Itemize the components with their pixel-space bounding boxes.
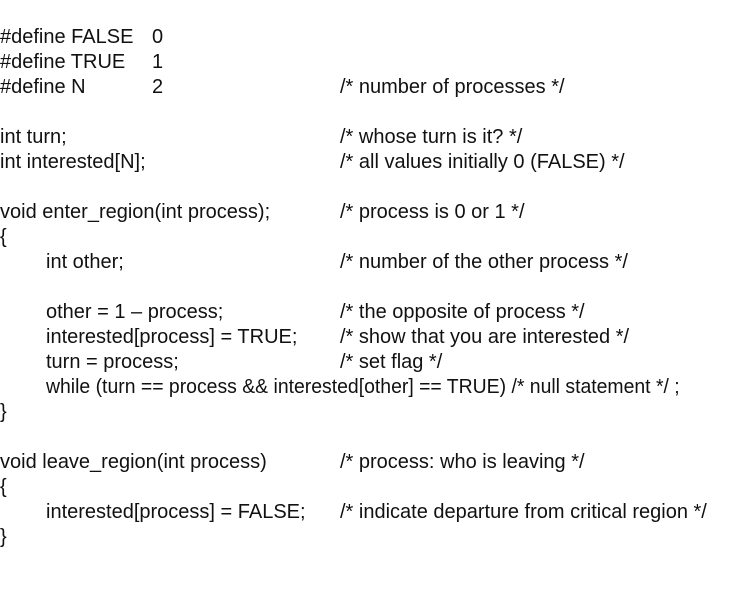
- code-text: {: [0, 226, 7, 248]
- code-comment: /* all values initially 0 (FALSE) */: [340, 151, 625, 173]
- code-text: turn = process;: [46, 351, 179, 373]
- code-text: #define TRUE: [0, 51, 126, 73]
- code-line-define-true: #define TRUE 1: [0, 50, 752, 74]
- code-line-define-n: #define N 2 /* number of processes */: [0, 75, 752, 99]
- code-text: interested[process] = FALSE;: [46, 501, 306, 523]
- code-comment: /* process is 0 or 1 */: [340, 201, 525, 223]
- define-value: 1: [152, 51, 164, 73]
- code-line-define-false: #define FALSE 0: [0, 25, 752, 49]
- code-comment: /* number of processes */: [340, 76, 565, 98]
- code-text: interested[process] = TRUE;: [46, 326, 298, 348]
- code-line-close-brace: }: [0, 400, 752, 424]
- code-comment: /* set flag */: [340, 351, 443, 373]
- code-comment: /* process: who is leaving */: [340, 451, 585, 473]
- code-comment: /* whose turn is it? */: [340, 126, 523, 148]
- code-comment: /* the opposite of process */: [340, 301, 585, 323]
- code-comment: /* show that you are interested */: [340, 326, 630, 348]
- code-text: int other;: [46, 251, 124, 273]
- code-line-int-other: int other; /* number of the other proces…: [0, 250, 752, 274]
- code-text: #define FALSE: [0, 26, 134, 48]
- code-text: int interested[N];: [0, 151, 146, 173]
- code-line-close-brace-2: }: [0, 525, 752, 549]
- code-line-open-brace: {: [0, 225, 752, 249]
- code-line-open-brace-2: {: [0, 475, 752, 499]
- code-line-leave-region: void leave_region(int process) /* proces…: [0, 450, 752, 474]
- code-line-interested-false: interested[process] = FALSE; /* indicate…: [0, 500, 752, 524]
- code-text: int turn;: [0, 126, 67, 148]
- code-line-int-turn: int turn; /* whose turn is it? */: [0, 125, 752, 149]
- code-text: }: [0, 526, 7, 548]
- code-line-other-assign: other = 1 – process; /* the opposite of …: [0, 300, 752, 324]
- code-line-int-interested: int interested[N]; /* all values initial…: [0, 150, 752, 174]
- code-text: {: [0, 476, 7, 498]
- code-text: void leave_region(int process): [0, 451, 267, 473]
- code-line-interested-true: interested[process] = TRUE; /* show that…: [0, 325, 752, 349]
- code-line-while: while (turn == process && interested[oth…: [0, 375, 752, 399]
- code-text: other = 1 – process;: [46, 301, 224, 323]
- code-text: #define N: [0, 76, 86, 98]
- code-line-turn-assign: turn = process; /* set flag */: [0, 350, 752, 374]
- code-text: while (turn == process && interested[oth…: [46, 376, 680, 398]
- code-comment: /* indicate departure from critical regi…: [340, 501, 707, 523]
- code-text: }: [0, 401, 7, 423]
- code-line-enter-region: void enter_region(int process); /* proce…: [0, 200, 752, 224]
- code-comment: /* number of the other process */: [340, 251, 628, 273]
- define-value: 2: [152, 76, 164, 98]
- define-value: 0: [152, 26, 164, 48]
- code-text: void enter_region(int process);: [0, 201, 271, 223]
